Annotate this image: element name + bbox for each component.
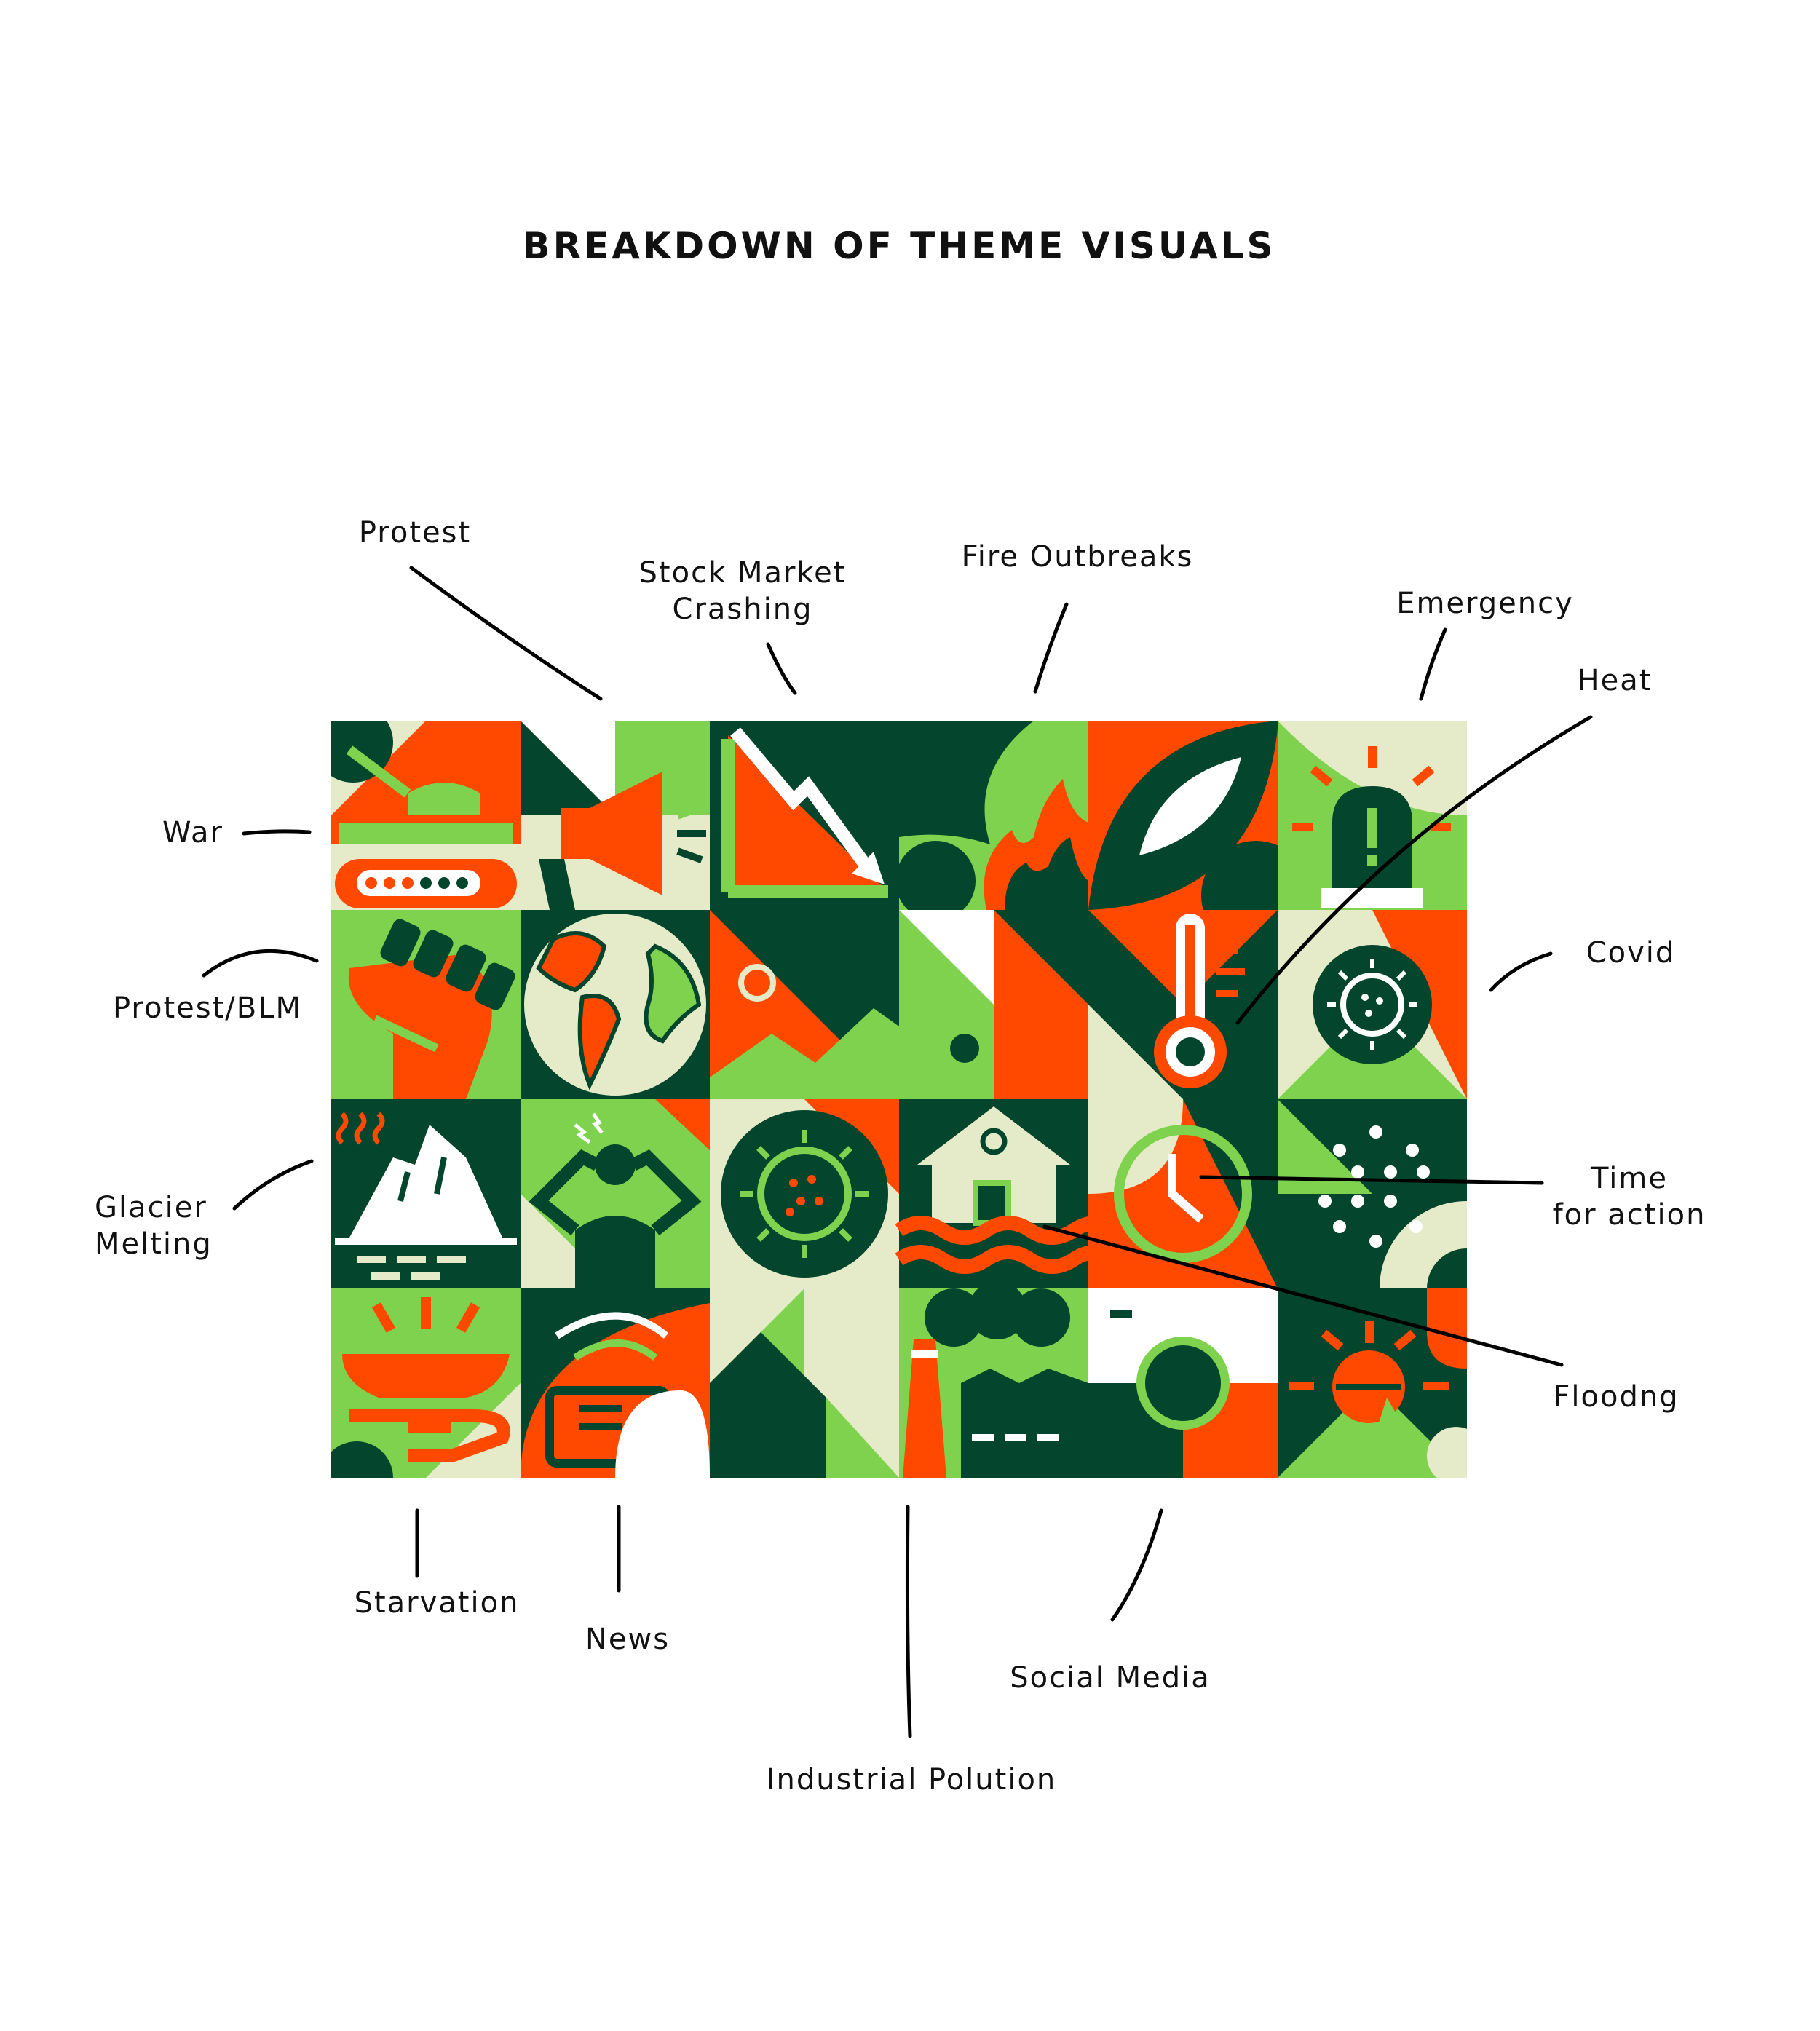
label-protest-blm: Protest/BLM [113, 991, 302, 1025]
label-fire-outbreaks: Fire Outbreaks [962, 540, 1194, 574]
label-time-line2: for action [1553, 1198, 1706, 1232]
label-glacier-line2: Melting [95, 1227, 213, 1261]
label-war: War [162, 816, 223, 850]
label-industrial-polution: Industrial Polution [767, 1763, 1057, 1797]
tile-geometric [710, 1288, 899, 1478]
tile-leaf [1088, 721, 1310, 950]
tile-earth [521, 910, 710, 1099]
tile-virus [710, 1099, 899, 1288]
tile-stock-market [710, 721, 899, 910]
label-protest: Protest [359, 516, 471, 550]
label-stock-market-line1: Stock Market [639, 556, 847, 590]
labels: Protest Stock Market Crashing Fire Outbr… [95, 516, 1706, 1797]
label-glacier-line1: Glacier [95, 1191, 207, 1224]
connector-lines [202, 566, 1593, 1738]
tile-sun [1278, 1288, 1467, 1478]
tile-protest-blm [331, 910, 521, 1099]
tile-heat [1088, 910, 1278, 1099]
tile-news [521, 1288, 710, 1478]
tile-covid [1278, 910, 1467, 1099]
tile-emergency [1278, 721, 1467, 910]
tile-stressed-person [521, 1099, 710, 1288]
label-covid: Covid [1586, 936, 1676, 970]
page-title: BREAKDOWN OF THEME VISUALS [522, 225, 1275, 267]
tile-starvation [331, 1288, 521, 1478]
label-news: News [585, 1623, 670, 1656]
mosaic-grid [331, 721, 1467, 1478]
tile-glacier [331, 1099, 521, 1288]
label-time-line1: Time [1590, 1162, 1668, 1195]
tile-protest [521, 721, 710, 910]
label-emergency: Emergency [1396, 587, 1574, 620]
label-social-media: Social Media [1010, 1661, 1210, 1695]
label-flooding: Floodng [1553, 1380, 1679, 1414]
tile-war [331, 721, 521, 910]
tile-dots [1278, 1099, 1467, 1376]
label-starvation: Starvation [355, 1586, 520, 1620]
tile-social-media [1088, 1288, 1278, 1478]
tile-fire-outbreaks [895, 721, 1088, 921]
tile-mountain [710, 910, 899, 1099]
tile-industrial [899, 1281, 1088, 1478]
tile-flooding [895, 1099, 1122, 1288]
tile-clock [1088, 1099, 1278, 1288]
label-stock-market-line2: Crashing [673, 593, 813, 626]
label-heat: Heat [1578, 664, 1653, 697]
tile-geometry [899, 910, 1088, 1099]
